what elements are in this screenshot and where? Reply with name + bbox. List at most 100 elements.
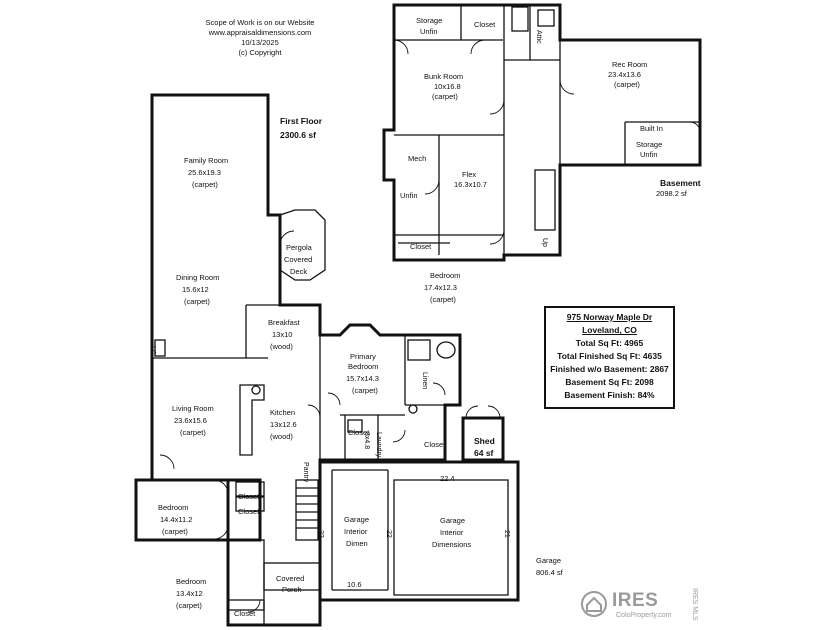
garage-dim-inner: 22 [385, 530, 392, 538]
total-sqft: Total Sq Ft: 4965 [575, 338, 644, 348]
room-bedroom-bsmt-floor: (carpet) [430, 295, 456, 304]
room-pantry-name: Pantry [302, 462, 309, 483]
scope-line-4: (c) Copyright [238, 48, 282, 57]
room-garage-dims-sub: Interior [440, 528, 464, 537]
room-garage-dims-name: Garage [440, 516, 466, 525]
room-family-name: Family Room [184, 156, 229, 165]
house-logo-icon [581, 591, 607, 617]
scope-line-3: 10/13/2025 [241, 38, 279, 47]
property-city: Loveland, CO [582, 325, 637, 335]
room-primary-name: Primary [350, 352, 376, 361]
floor-area-garage: 806.4 sf [536, 568, 563, 577]
room-builtin-name: Built In [640, 124, 663, 133]
garage-walls [318, 460, 520, 602]
room-storage-right-sub: Unfin [640, 150, 658, 159]
basement-finish: Basement Finish: 84% [564, 390, 655, 400]
room-shed-name: Shed [474, 436, 495, 446]
fixture-linen: Linen [421, 372, 428, 390]
room-rec-dims: 23.4x13.6 [608, 70, 641, 79]
room-dining-dims: 15.6x12 [182, 285, 209, 294]
room-storage-top-sub: Unfin [420, 27, 438, 36]
room-closet-left1: Closet [238, 492, 260, 501]
room-pergola-name: Pergola [286, 243, 312, 252]
garage-dim-left: 22 [317, 530, 324, 538]
room-flex-dims: 16.3x10.7 [454, 180, 487, 189]
room-kitchen-dims: 13x12.6 [270, 420, 297, 429]
room-garage-other-name: Garage [344, 515, 370, 524]
garage-dim-right: 21 [503, 530, 510, 538]
room-bedroom-left-name: Bedroom [158, 503, 189, 512]
room-covered-porch-sub: Porch [282, 585, 302, 594]
room-bedroom-bsmt-name: Bedroom [430, 271, 461, 280]
room-laundry-name: Laundry [375, 432, 382, 458]
room-living-floor: (carpet) [180, 428, 206, 437]
room-bedroom-bottom-dims: 13.4x12 [176, 589, 203, 598]
room-bunk-name: Bunk Room [424, 72, 464, 81]
room-mech-name: Mech [408, 154, 427, 163]
room-bedroom-left-dims: 14.4x11.2 [160, 515, 193, 524]
watermark-brand: IRES [612, 590, 659, 611]
room-storage-right-name: Storage [636, 140, 663, 149]
room-kitchen-floor: (wood) [270, 432, 293, 441]
room-kitchen-name: Kitchen [270, 408, 296, 417]
property-info-box: 975 Norway Maple Dr Loveland, CO Total S… [544, 306, 675, 409]
room-garage-dims-sub2: Dimensions [432, 540, 472, 549]
room-bedroom-left-floor: (carpet) [162, 527, 188, 536]
first-floor-walls [134, 93, 462, 627]
room-covered-porch-name: Covered [276, 574, 305, 583]
room-living-name: Living Room [172, 404, 214, 413]
fixture-up-stair: Up [541, 238, 548, 247]
room-breakfast-dims: 13x10 [272, 330, 293, 339]
room-dining-name: Dining Room [176, 273, 220, 282]
floor-area-basement: 2098.2 sf [656, 189, 687, 198]
room-mech-sub: Unfin [400, 191, 418, 200]
garage-dim-bottom: 10.6 [347, 580, 362, 589]
total-finished-sqft: Total Finished Sq Ft: 4635 [557, 351, 662, 361]
watermark-side-text: IRES MLS [691, 588, 698, 621]
room-dining-floor: (carpet) [184, 297, 210, 306]
room-breakfast-name: Breakfast [268, 318, 300, 327]
room-closet-bsmt-name: Closet [410, 242, 432, 251]
fixture-attic: Attic [535, 30, 542, 44]
garage-dim-top: 22.4 [440, 474, 455, 483]
room-bedroom-bottom-name: Bedroom [176, 577, 207, 586]
basement-sqft: Basement Sq Ft: 2098 [565, 377, 654, 387]
room-flex-name: Flex [462, 170, 477, 179]
room-primary-floor: (carpet) [352, 386, 378, 395]
finished-without-basement: Finished w/o Basement: 2867 [550, 364, 669, 374]
room-living-dims: 23.6x15.6 [174, 416, 207, 425]
room-closet-top-name: Closet [474, 20, 496, 29]
room-family-dims: 25.6x19.3 [188, 168, 221, 177]
room-bedroom-bottom-floor: (carpet) [176, 601, 202, 610]
shed-walls [461, 405, 505, 462]
scope-line-2: www.appraisaldimensions.com [208, 28, 312, 37]
room-closet-bottom: Closet [234, 609, 256, 618]
ires-watermark: IRES ColoProperty.com IRES MLS [578, 588, 708, 624]
basement-walls [382, 3, 702, 262]
room-pergola-sub2: Deck [290, 267, 308, 276]
room-closet-bath: Closet [424, 440, 446, 449]
room-primary-sub: Bedroom [348, 362, 379, 371]
room-garage-other-sub: Interior [344, 527, 368, 536]
room-bunk-dims: 10x16.8 [434, 82, 461, 91]
room-rec-floor: (carpet) [614, 80, 640, 89]
room-bedroom-bsmt-dims: 17.4x12.3 [424, 283, 457, 292]
room-family-floor: (carpet) [192, 180, 218, 189]
floor-area-first: 2300.6 sf [280, 130, 316, 140]
room-breakfast-floor: (wood) [270, 342, 293, 351]
room-closet-primary: Closet [348, 428, 370, 437]
floor-label-garage: Garage [536, 556, 562, 565]
room-pergola-sub: Covered [284, 255, 313, 264]
room-shed-area: 64 sf [474, 448, 494, 458]
scope-note: Scope of Work is on our Website www.appr… [195, 18, 325, 58]
room-storage-top-name: Storage [416, 16, 443, 25]
floor-label-basement: Basement [660, 178, 701, 188]
watermark-site: ColoProperty.com [616, 612, 672, 619]
room-closet-left2: Closet [238, 507, 260, 516]
room-garage-other-sub2: Dimen [346, 539, 368, 548]
room-rec-name: Rec Room [612, 60, 648, 69]
room-primary-dims: 15.7x14.3 [346, 374, 379, 383]
floor-label-first: First Floor [280, 116, 323, 126]
fixture-lc: LC [149, 346, 156, 355]
